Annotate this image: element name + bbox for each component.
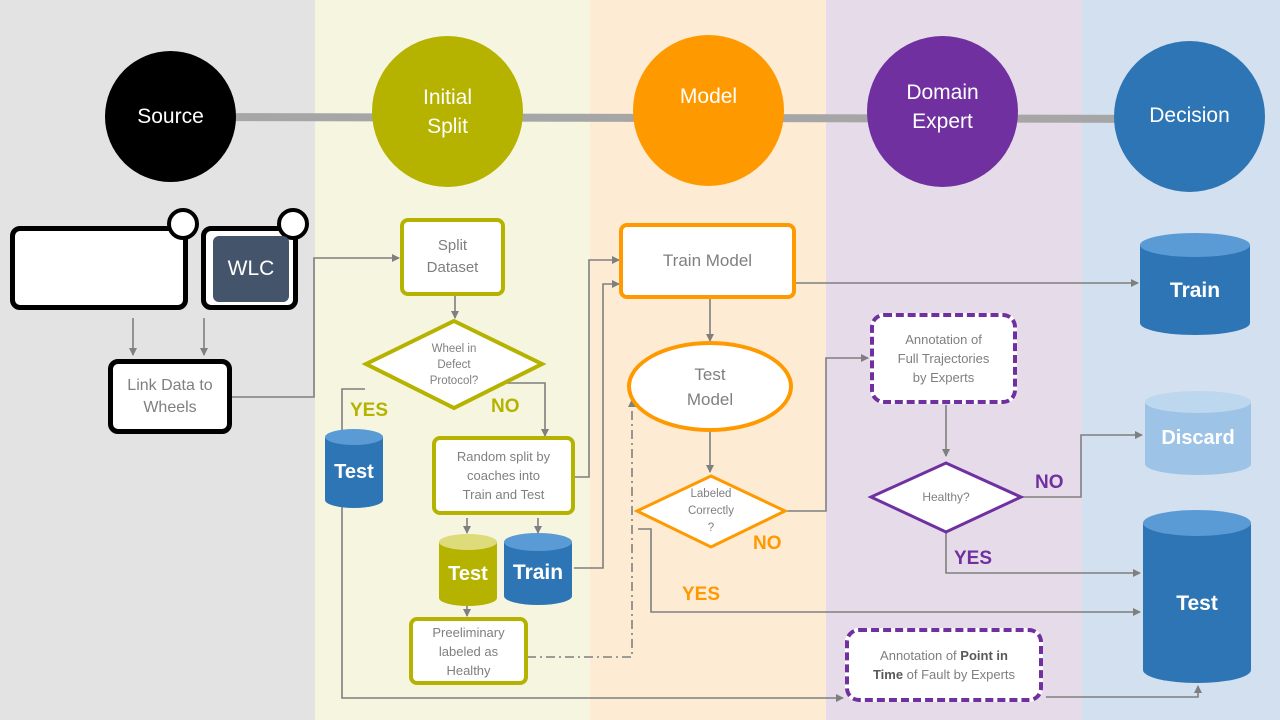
model-yes-label: YES: [682, 584, 721, 605]
expert-no-label: NO: [1035, 472, 1064, 493]
lane-initial-split: Initial Split: [372, 36, 523, 187]
labeled-decision-label: Labeled Correctly ?: [687, 487, 734, 534]
annotation-point-box: Annotation of Point in Time of Fault by E…: [845, 628, 1043, 702]
train-model-label: Train Model: [662, 251, 753, 270]
split-no-label: NO: [491, 396, 520, 417]
lane-model: Model: [633, 35, 784, 186]
test-model-ellipse: Test Model: [627, 341, 793, 432]
annotation-point-suffix: of Fault by Experts: [903, 667, 1016, 682]
test-cylinder-yes-label: Test: [334, 460, 374, 483]
arrow-yes-to-test: [945, 533, 1141, 577]
random-split-label: Random split by coaches into Train and T…: [456, 449, 551, 502]
lane-source-label: Source: [137, 105, 204, 128]
train-model-box: Train Model: [619, 223, 796, 299]
arrow-train-to-train-model: [574, 280, 620, 569]
test-cylinder-yes: [325, 429, 383, 508]
wlc-group-indicator: [277, 208, 309, 240]
link-data-label: Link Data to Wheels: [127, 376, 213, 416]
split-dataset-label: Split Dataset: [426, 237, 479, 276]
defect-protocol-label: Defect Wheels Protocol: [124, 250, 164, 290]
lane-decision: Decision: [1114, 41, 1265, 192]
healthy-decision-diamond: [867, 461, 1025, 534]
labeled-decision-diamond: [633, 474, 789, 549]
arrow-yes-to-annotation: [341, 388, 844, 702]
annotation-point-bold2: Time: [872, 667, 904, 682]
wlc-block: WLC: [213, 236, 289, 302]
lane-model-label: Model: [679, 85, 738, 108]
model-no-label: NO: [753, 533, 782, 554]
random-split-box: Random split by coaches into Train and T…: [432, 436, 575, 515]
annotation-full-label: Annotation of Full Trajectories by Exper…: [897, 332, 990, 385]
test-model-label: Test Model: [686, 364, 734, 409]
arrow-no-to-discard: [1022, 431, 1143, 498]
expert-yes-label: YES: [954, 548, 993, 569]
arrow-yes-to-test-output: [638, 528, 1141, 616]
train-cylinder-output: [1140, 233, 1250, 335]
annotation-full-box: Annotation of Full Trajectories by Exper…: [870, 313, 1017, 404]
discard-output-label: Discard: [1161, 426, 1235, 449]
lane-source: Source: [105, 51, 236, 182]
test-cylinder-output: [1143, 510, 1251, 683]
lane-decision-label: Decision: [1149, 103, 1230, 127]
split-dataset-box: Split Dataset: [400, 218, 505, 296]
arrow-random-to-train-model: [575, 256, 620, 478]
split-yes-label: YES: [350, 400, 389, 421]
workshop-label: Workshop: [34, 258, 84, 270]
healthy-decision-label: Healthy?: [922, 490, 970, 504]
lane-domain-expert: Domain Expert: [867, 36, 1018, 187]
arrow-annotation-point-to-test: [1046, 685, 1202, 698]
arrow-no-to-annotation-full: [787, 354, 869, 512]
test-output-label: Test: [1176, 592, 1218, 615]
annotation-point-text: Annotation of Point in Time of Fault by E…: [859, 646, 1029, 684]
preliminary-label: Preeliminary labeled as Healthy: [432, 624, 505, 678]
link-data-box: Link Data to Wheels: [108, 359, 232, 434]
discard-cylinder-output: [1145, 391, 1251, 475]
lane-initial-split-label: Initial Split: [422, 85, 473, 138]
annotation-point-prefix: Annotation of: [880, 648, 961, 663]
train-cylinder-split: [504, 533, 572, 605]
wheel-decision-diamond: [361, 318, 547, 411]
arrow-link-to-split: [231, 254, 400, 398]
test-cylinder-split-label: Test: [448, 562, 488, 585]
train-cylinder-split-label: Train: [512, 561, 564, 584]
wlc-label: WLC: [227, 257, 275, 280]
wheel-decision-label: Wheel in Defect Protocol?: [429, 343, 479, 387]
test-cylinder-split: [439, 534, 497, 606]
source-group-indicator: [167, 208, 199, 240]
train-output-label: Train: [1169, 279, 1221, 302]
source-group-box: [10, 226, 188, 310]
annotation-point-bold1: Point in: [960, 648, 1008, 663]
preliminary-box: Preeliminary labeled as Healthy: [409, 617, 528, 685]
lane-domain-expert-label: Domain Expert: [906, 80, 979, 133]
